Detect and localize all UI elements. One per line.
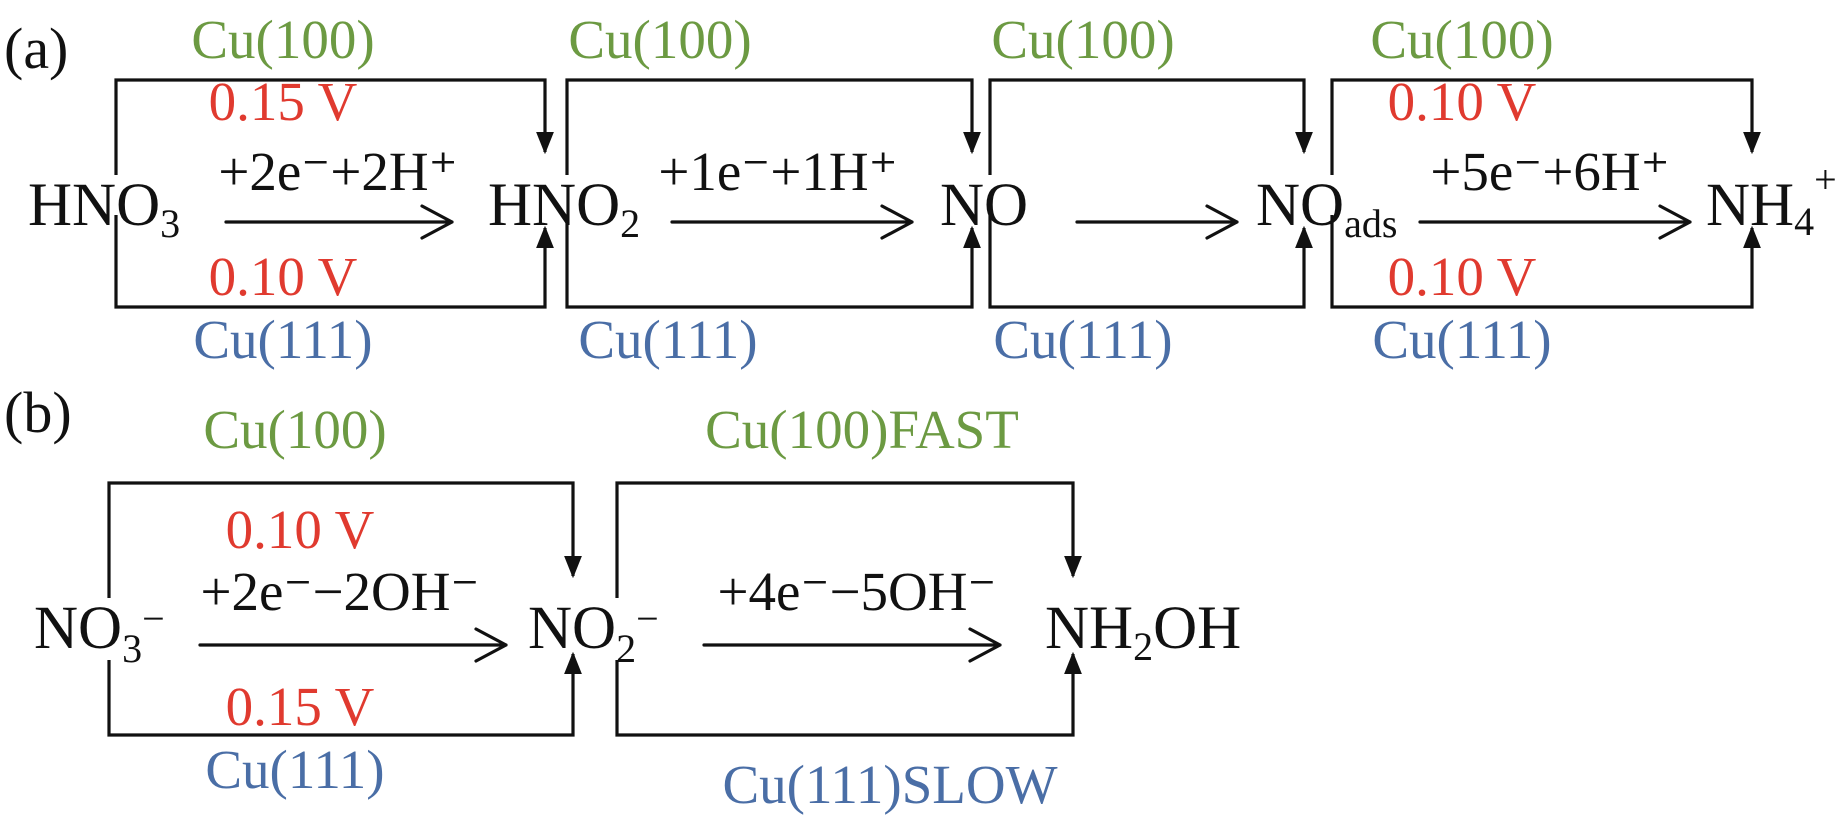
panel-a-bottom-path-4 (1330, 215, 1761, 309)
panel-a-reaction-arrow-3 (1075, 204, 1239, 240)
species-nh4-plus: NH4+ (1706, 157, 1837, 244)
panel-b-top-path-1 (107, 481, 582, 598)
panel-a-bottom-catalyst-1: Cu(111) (193, 309, 372, 370)
panel-a-bottom-path-1 (114, 215, 554, 309)
panel-a-top-path-2 (565, 78, 981, 175)
panel-b-top-potential-1: 0.10 V (226, 499, 375, 560)
panel-a-bottom-catalyst-2: Cu(111) (578, 309, 757, 370)
species-no2-minus: NO2− (528, 595, 659, 671)
panel-a-condition-1: +2e⁻+2H⁺ (218, 141, 457, 202)
species-hno3: HNO3 (28, 172, 180, 246)
panel-a-top-path-3 (988, 78, 1313, 175)
panel-a-label: (a) (4, 16, 68, 81)
panel-b-bottom-potential-1: 0.15 V (226, 676, 375, 737)
panel-a-condition-2: +1e⁻+1H⁺ (658, 141, 897, 202)
species-no-ads: NOads (1256, 172, 1397, 246)
panel-b-reaction-arrow-2 (702, 627, 1002, 663)
panel-b-bottom-catalyst-1: Cu(111) (205, 739, 384, 800)
panel-b-top-catalyst-1: Cu(100) (203, 399, 386, 460)
panel-a-bottom-path-3 (988, 215, 1313, 309)
panel-b-condition-1: +2e⁻−2OH⁻ (201, 561, 480, 622)
panel-a-bottom-catalyst-4: Cu(111) (1372, 309, 1551, 370)
panel-a-top-catalyst-3: Cu(100) (991, 9, 1174, 70)
panel-a-bottom-potential-4: 0.10 V (1388, 246, 1537, 307)
species-nh2oh: NH2OH (1045, 595, 1241, 669)
panel-b-top-catalyst-2: Cu(100)FAST (705, 399, 1019, 460)
panel-a-top-catalyst-1: Cu(100) (191, 9, 374, 70)
panel-a-bottom-catalyst-3: Cu(111) (993, 309, 1172, 370)
panel-a-top-path-1 (114, 78, 554, 175)
panel-a-top-catalyst-2: Cu(100) (568, 9, 751, 70)
species-hno2: HNO2 (488, 172, 640, 246)
panel-a-top-catalyst-4: Cu(100) (1370, 9, 1553, 70)
panel-a-bottom-potential-1: 0.10 V (209, 246, 358, 307)
panel-b-bottom-path-2 (615, 651, 1082, 737)
panel-b-bottom-path-1 (107, 651, 582, 737)
species-no3-minus: NO3− (34, 595, 165, 671)
panel-a-condition-4: +5e⁻+6H⁺ (1430, 141, 1669, 202)
panel-b-bottom-catalyst-2: Cu(111)SLOW (722, 754, 1057, 815)
panel-a-top-path-4 (1330, 78, 1761, 175)
panel-a-reaction-arrow-2 (670, 204, 914, 240)
panel-a-reaction-arrow-1 (224, 204, 454, 240)
panel-b-condition-2: +4e⁻−5OH⁻ (718, 561, 997, 622)
panel-b-label: (b) (4, 380, 72, 445)
panel-a-bottom-path-2 (565, 215, 981, 309)
panel-b-top-path-2 (615, 481, 1082, 598)
species-no: NO (940, 172, 1028, 239)
panel-b-reaction-arrow-1 (198, 627, 508, 663)
panel-a-reaction-arrow-4 (1418, 204, 1692, 240)
